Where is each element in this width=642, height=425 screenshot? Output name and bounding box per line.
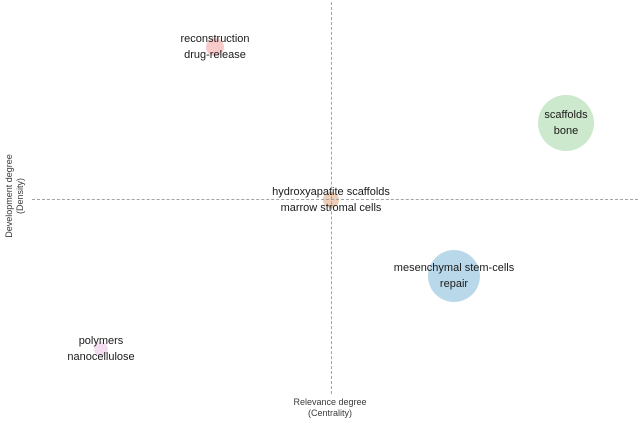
cluster-label-line: hydroxyapatite scaffolds [272,186,390,198]
cluster-bubble [94,342,108,356]
cluster-bubble [538,95,594,151]
cluster-label: hydroxyapatite scaffolds marrow stromal c… [272,184,390,216]
cluster-label-line: mesenchymal stem-cells [393,262,515,274]
horizontal-axis-dashed-line [32,199,638,200]
vertical-axis-dashed-line [331,2,332,394]
cluster-label-line: polymers [78,335,124,347]
x-axis-label-line2: (Centrality) [307,408,352,418]
cluster-bubble [428,250,480,302]
x-axis-label-line1: Relevance degree [293,397,367,407]
cluster-label-line: drug-release [184,49,246,61]
cluster-label-line: scaffolds [544,109,588,121]
y-axis-label-line2: (Density) [15,178,25,215]
cluster-label-line: bone [553,125,579,137]
cluster-label-line: reconstruction [180,33,250,45]
x-axis-label: Relevance degree (Centrality) [293,397,366,419]
cluster-label-line: repair [439,278,469,290]
cluster-label-line: nanocellulose [67,351,135,363]
cluster-bubble [206,38,224,56]
y-axis-label-line1: Development degree [4,154,14,238]
cluster-label: scaffolds bone [544,107,587,139]
cluster-label-line: marrow stromal cells [280,202,382,214]
cluster-label: mesenchymal stem-cells repair [394,260,514,292]
cluster-label: reconstruction drug-release [180,31,249,63]
y-axis-label: Development degree (Density) [4,154,26,238]
cluster-label: polymers nanocellulose [67,333,134,365]
